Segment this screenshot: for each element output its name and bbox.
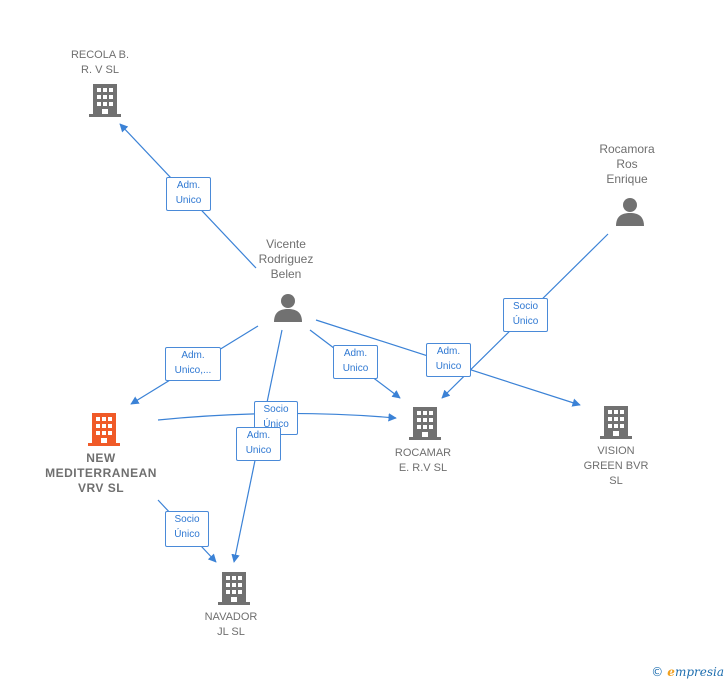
edge-label-vicente-vision[interactable]: Adm. Unico — [426, 343, 471, 377]
building-icon[interactable] — [89, 84, 121, 117]
person-icon[interactable] — [616, 198, 644, 226]
edge-label-vicente-newmed[interactable]: Adm. Unico,... — [165, 347, 221, 381]
edge-label-vicente-recola[interactable]: Adm. Unico — [166, 177, 211, 211]
node-label-rocamar[interactable]: ROCAMAR E. R.V SL — [394, 447, 452, 474]
building-icon[interactable] — [218, 572, 250, 605]
building-icon[interactable] — [600, 406, 632, 439]
building-icon[interactable] — [409, 407, 441, 440]
edge-label-newmed-navador[interactable]: Socio Único — [165, 511, 209, 547]
node-label-recola[interactable]: RECOLA B. R. V SL — [70, 49, 130, 76]
building-icon[interactable] — [88, 413, 120, 446]
node-label-new-mediterranean[interactable]: NEW MEDITERRANEAN VRV SL — [45, 451, 157, 495]
brand-name: mpresia — [674, 665, 724, 679]
node-label-vision[interactable]: VISION GREEN BVR SL — [583, 445, 649, 487]
node-label-vicente[interactable]: Vicente Rodriguez Belen — [258, 237, 314, 281]
node-label-rocamora[interactable]: Rocamora Ros Enrique — [599, 142, 655, 186]
edge-label-vicente-navador[interactable]: Adm. Unico — [236, 427, 281, 461]
brand-initial: e — [667, 665, 675, 679]
copyright-symbol: © — [651, 665, 664, 679]
edge-label-rocamora-rocamar[interactable]: Socio Único — [503, 298, 548, 332]
empresia-logo: ©empresia — [651, 665, 724, 679]
person-icon[interactable] — [274, 294, 302, 322]
node-label-navador[interactable]: NAVADOR JL SL — [204, 611, 258, 638]
edge-label-vicente-rocamar[interactable]: Adm. Unico — [333, 345, 378, 379]
